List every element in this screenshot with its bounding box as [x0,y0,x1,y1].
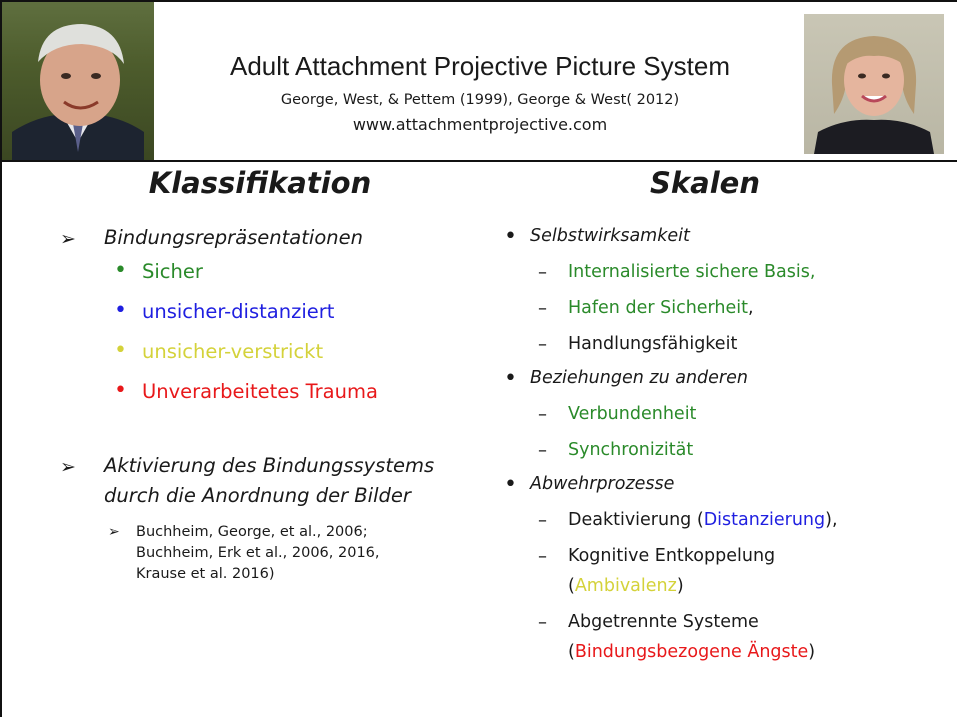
open-paren: ( [568,642,575,662]
reference-line-2: Buchheim, Erk et al., 2006, 2016, [136,545,380,561]
scale-internalisierte-sichere-basis: Internalisierte sichere Basis, [568,262,816,282]
slide-border-top [0,0,957,2]
dash-bullet: – [538,404,547,425]
right-column-heading: Skalen [650,166,760,200]
scale-ambivalenz: (Ambivalenz) [568,576,684,596]
scale-hafen-text: Hafen der Sicherheit [568,298,749,318]
citation-line: George, West, & Pettem (1999), George & … [280,92,680,108]
activation-line-2: durch die Anordnung der Bilder [104,484,411,507]
bullet-dot-icon: • [114,258,127,283]
distanzierung-text: Distanzierung [703,510,826,530]
dash-bullet: – [538,334,547,355]
dash-bullet: – [538,262,547,283]
classification-item-bindungsrepraesentationen: Bindungsrepräsentationen [104,226,363,249]
bullet-dot-icon: • [504,224,517,249]
activation-line-1: Aktivierung des Bindungssystems [104,454,435,477]
scale-bindungsbezogene-aengste: (Bindungsbezogene Ängste) [568,642,815,662]
bullet-dot-icon: • [114,338,127,363]
header-divider [2,160,957,162]
scale-handlungsfaehigkeit: Handlungsfähigkeit [568,334,738,354]
category-sicher: Sicher [142,260,203,283]
category-unverarbeitetes-trauma: Unverarbeitetes Trauma [142,380,378,403]
arrow-bullet-icon: ➢ [108,524,120,540]
scale-group-selbstwirksamkeit: Selbstwirksamkeit [530,226,690,246]
website-url: www.attachmentprojective.com [352,115,608,134]
scale-deaktivierung: Deaktivierung (Distanzierung), [568,510,838,530]
scale-abgetrennte-systeme: Abgetrennte Systeme [568,612,759,632]
bullet-dot-icon: • [504,366,517,391]
scale-kognitive-entkoppelung: Kognitive Entkoppelung [568,546,776,566]
close-paren: ) [676,576,684,596]
comma: , [748,298,754,318]
category-unsicher-verstrickt: unsicher-verstrickt [142,340,324,363]
reference-line-3: Krause et al. 2016) [136,566,275,582]
bullet-dot-icon: • [114,378,127,403]
ambivalenz-text: Ambivalenz [574,576,677,596]
slide-title: Adult Attachment Projective Picture Syst… [230,51,730,81]
scale-synchronizitaet: Synchronizität [568,440,694,460]
bullet-dot-icon: • [114,298,127,323]
category-unsicher-distanziert: unsicher-distanziert [142,300,335,323]
dash-bullet: – [538,546,547,567]
dash-bullet: – [538,510,547,531]
arrow-bullet-icon: ➢ [60,228,76,250]
scale-group-beziehungen: Beziehungen zu anderen [530,368,748,388]
deaktivierung-text: Deaktivierung ( [568,510,704,530]
dash-bullet: – [538,440,547,461]
close-paren: ) [808,642,816,662]
left-column-heading: Klassifikation [148,166,372,200]
scale-hafen-der-sicherheit: Hafen der Sicherheit, [568,298,754,318]
slide-border-left [0,0,2,717]
aengste-text: Bindungsbezogene Ängste [574,642,809,662]
closing-paren: ), [825,510,838,530]
scale-verbundenheit: Verbundenheit [568,404,697,424]
portrait-right-photo [804,14,944,154]
dash-bullet: – [538,612,547,633]
reference-line-1: Buchheim, George, et al., 2006; [136,524,368,540]
dash-bullet: – [538,298,547,319]
arrow-bullet-icon: ➢ [60,456,76,478]
portrait-left-photo [2,2,154,160]
scale-group-abwehrprozesse: Abwehrprozesse [530,474,675,494]
open-paren: ( [568,576,575,596]
bullet-dot-icon: • [504,472,517,497]
